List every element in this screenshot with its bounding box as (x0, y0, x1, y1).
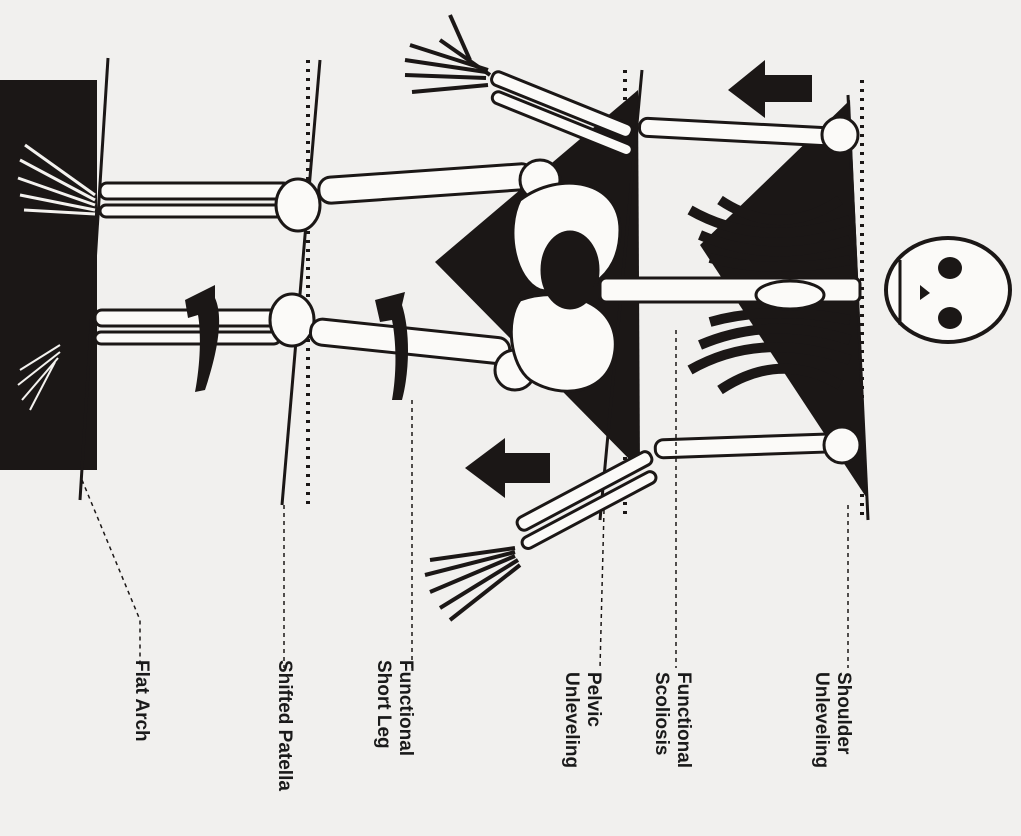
skull (886, 238, 1010, 342)
label-functional-scoliosis: Functional Scoliosis (650, 672, 694, 768)
label-functional-short-leg: Functional Short Leg (372, 660, 416, 756)
patella-line (282, 60, 320, 505)
sternum (756, 281, 824, 309)
label-arch-line-1: Flat Arch (130, 660, 152, 742)
label-patella-line-1: Shifted Patella (273, 660, 295, 791)
label-shifted-patella: Shifted Patella (273, 660, 295, 791)
arrow-top-icon (728, 60, 812, 118)
right-leg (95, 294, 535, 390)
label-scoliosis-line-2: Scoliosis (650, 672, 672, 768)
label-short-leg-line-2: Short Leg (372, 660, 394, 756)
lower-arm (515, 427, 860, 551)
label-pelvic-line-1: Pelvic (582, 672, 604, 768)
label-shoulder-line-2: Unleveling (810, 672, 832, 768)
arrow-bottom-icon (465, 438, 550, 498)
label-flat-arch: Flat Arch (130, 660, 152, 742)
floor-block (0, 80, 97, 470)
lower-hand (425, 548, 520, 620)
label-shoulder-unleveling: Shoulder Unleveling (810, 672, 854, 768)
label-pelvic-unleveling: Pelvic Unleveling (560, 672, 604, 768)
label-short-leg-line-1: Functional (394, 660, 416, 756)
upper-hand (405, 15, 490, 92)
label-pelvic-line-2: Unleveling (560, 672, 582, 768)
label-scoliosis-line-1: Functional (672, 672, 694, 768)
label-shoulder-line-1: Shoulder (832, 672, 854, 768)
